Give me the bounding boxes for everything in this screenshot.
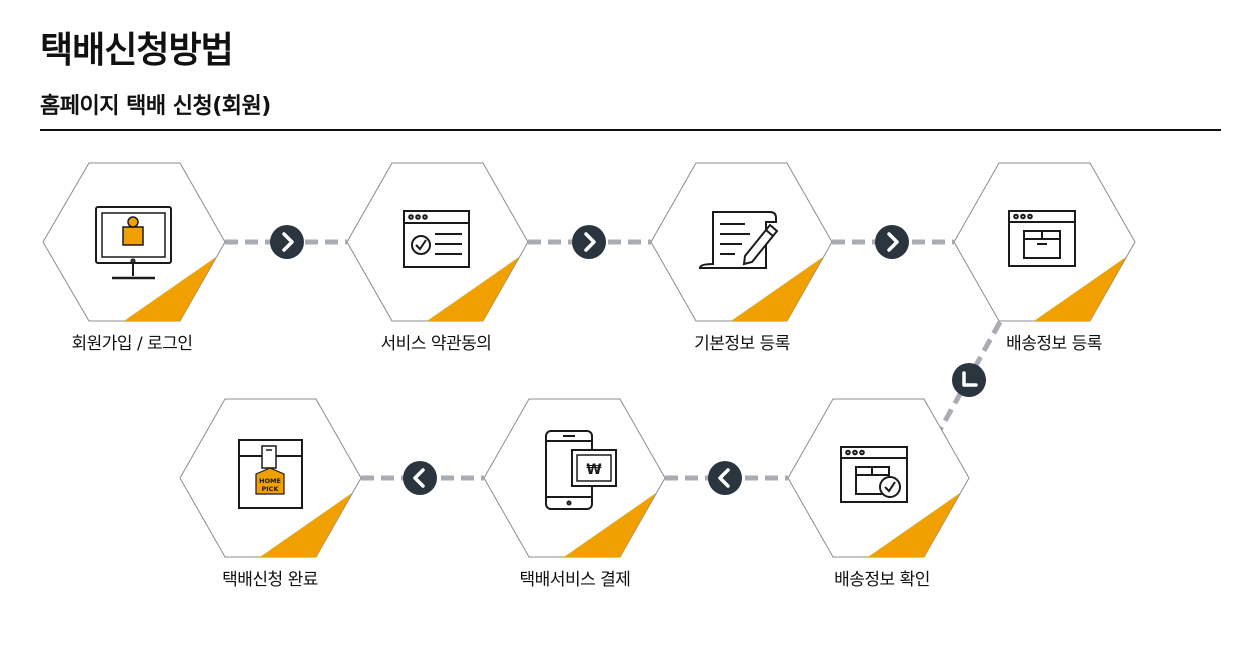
home-pick-logo-line2: PICK bbox=[262, 485, 280, 493]
step-1-label: 회원가입 / 로그인 bbox=[71, 334, 193, 354]
home-pick-logo-line1: HOME bbox=[259, 477, 281, 485]
document-pen-icon bbox=[698, 211, 779, 269]
step-4-hexagon bbox=[953, 162, 1136, 322]
step-7-hexagon: HOME PICK bbox=[179, 398, 362, 558]
arrow-left-icon bbox=[708, 461, 742, 495]
step-2-label: 서비스 약관동의 bbox=[380, 334, 492, 354]
step-3-label: 기본정보 등록 bbox=[694, 334, 790, 354]
arrow-down-left-icon bbox=[952, 363, 986, 397]
step-2-hexagon bbox=[346, 162, 529, 322]
section-subtitle: 홈페이지 택배 신청(회원) bbox=[40, 94, 271, 119]
arrow-left-icon bbox=[403, 461, 437, 495]
arrow-right-icon bbox=[875, 225, 909, 259]
checklist-window-icon bbox=[403, 210, 470, 268]
home-pick-box-icon bbox=[238, 439, 303, 509]
step-3-hexagon bbox=[650, 162, 833, 322]
box-window-icon bbox=[1008, 210, 1076, 267]
step-6-label: 택배서비스 결제 bbox=[519, 570, 631, 590]
page-title: 택배신청방법 bbox=[40, 30, 234, 71]
won-symbol: ₩ bbox=[586, 462, 602, 478]
step-4-label: 배송정보 등록 bbox=[1006, 334, 1102, 354]
title-divider bbox=[40, 129, 1221, 131]
monitor-user-icon bbox=[95, 206, 172, 280]
step-5-hexagon bbox=[787, 398, 970, 558]
mobile-payment-icon bbox=[545, 430, 617, 510]
arrow-right-icon bbox=[572, 225, 606, 259]
step-5-label: 배송정보 확인 bbox=[834, 570, 930, 590]
box-check-window-icon bbox=[840, 446, 908, 503]
step-6-hexagon: ₩ bbox=[483, 398, 666, 558]
step-7-label: 택배신청 완료 bbox=[222, 570, 318, 590]
step-1-hexagon bbox=[42, 162, 226, 322]
arrow-right-icon bbox=[270, 225, 304, 259]
